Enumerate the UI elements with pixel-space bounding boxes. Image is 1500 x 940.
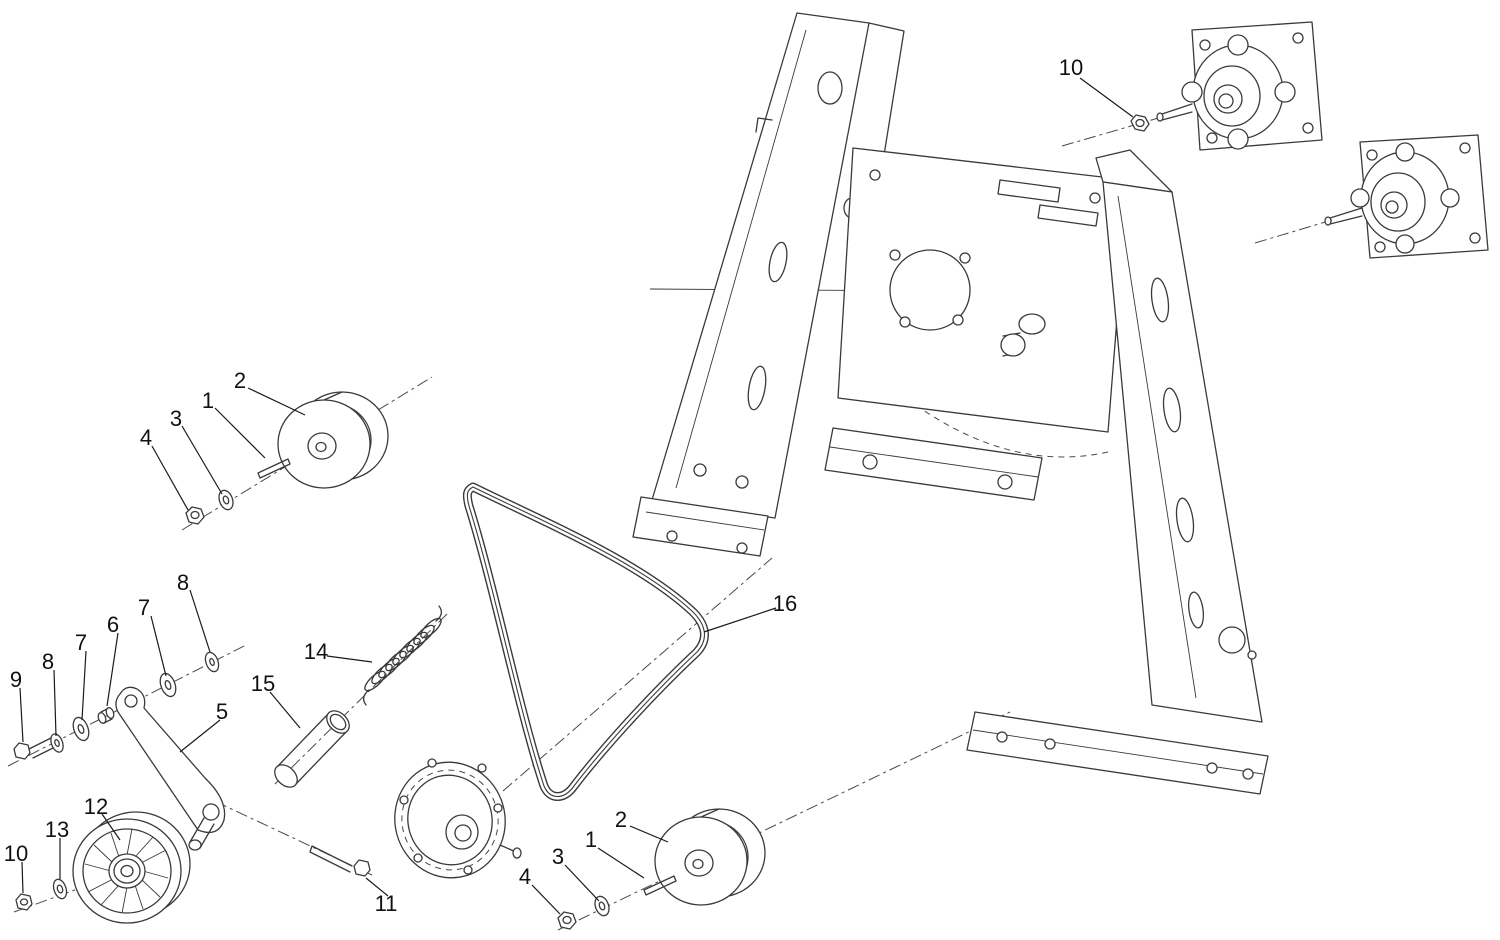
bolt-arm	[309, 845, 371, 877]
leader-line	[1079, 77, 1134, 118]
callout-label: 13	[45, 817, 69, 842]
leader-line	[247, 387, 306, 416]
callout-label: 7	[138, 595, 150, 620]
callout-label: 9	[10, 667, 22, 692]
frame-mounting-plate	[824, 147, 1129, 501]
washer-idler	[52, 878, 68, 900]
shaft-key-left	[257, 458, 291, 479]
callouts: 2 1 3 4 10 8 7 6 7 8 9 5 15 14 12 13 10 …	[4, 55, 1134, 916]
callout-label: 15	[251, 671, 275, 696]
drive-belt	[462, 482, 709, 801]
shaft-key-right	[643, 875, 677, 896]
leader-line	[21, 861, 24, 894]
leader-line	[597, 847, 645, 879]
washer-small-left	[50, 733, 64, 753]
leader-line	[181, 425, 223, 495]
leader-line	[19, 687, 24, 743]
callout-label: 10	[4, 841, 28, 866]
leader-line	[81, 650, 87, 721]
callout-label: 3	[552, 844, 564, 869]
callout-label: 10	[1059, 55, 1083, 80]
pulley-left	[277, 391, 389, 489]
leader-line	[365, 877, 389, 897]
hydraulic-pump-lower	[1324, 134, 1489, 259]
leader-line	[703, 607, 777, 633]
leader-line	[53, 669, 57, 737]
callout-label: 1	[202, 388, 214, 413]
callout-label: 6	[107, 612, 119, 637]
leader-line	[326, 655, 373, 663]
callout-label: 8	[42, 649, 54, 674]
nut-pump-shaft	[1130, 114, 1150, 132]
washer-small-right	[204, 651, 220, 673]
leader-line	[150, 615, 167, 677]
frame-right-tower	[966, 149, 1269, 795]
hydraulic-pump-upper	[1156, 21, 1323, 151]
tension-spring	[362, 605, 443, 706]
leader-line	[189, 589, 211, 653]
callout-label: 2	[234, 368, 246, 393]
nut-idler	[15, 893, 33, 911]
leader-line	[531, 884, 561, 915]
spacer-bushing	[97, 707, 115, 724]
leader-line	[214, 407, 266, 459]
leader-line	[101, 813, 121, 841]
idler-pulley	[72, 811, 191, 924]
washer-large-left	[72, 716, 90, 742]
spring-cover	[274, 710, 350, 788]
callout-label: 14	[304, 639, 328, 664]
callout-label: 11	[375, 891, 398, 916]
leader-line	[151, 445, 189, 511]
leader-line	[269, 691, 301, 729]
leader-line	[564, 864, 600, 902]
callout-label: 7	[75, 630, 87, 655]
callout-label: 3	[170, 406, 182, 431]
callout-label: 4	[140, 425, 152, 450]
leader-line	[179, 719, 221, 753]
bolt-right-pulley	[557, 911, 577, 930]
frame-left-tower	[632, 12, 905, 557]
callout-label: 5	[216, 699, 228, 724]
callout-label: 1	[585, 827, 597, 852]
idler-arm	[115, 686, 226, 851]
callout-label: 16	[773, 591, 797, 616]
washer-left-pulley	[218, 489, 234, 511]
clutch-hub	[394, 758, 522, 879]
callout-label: 8	[177, 570, 189, 595]
idler-pulley-spokes	[84, 828, 169, 914]
leader-line	[106, 632, 119, 707]
callout-label: 12	[84, 794, 108, 819]
callout-label: 2	[615, 807, 627, 832]
bolt-left-pulley	[185, 506, 205, 525]
pulley-right	[654, 808, 766, 906]
callout-label: 4	[519, 864, 531, 889]
leader-line	[629, 825, 669, 843]
washer-large-right	[159, 672, 177, 698]
